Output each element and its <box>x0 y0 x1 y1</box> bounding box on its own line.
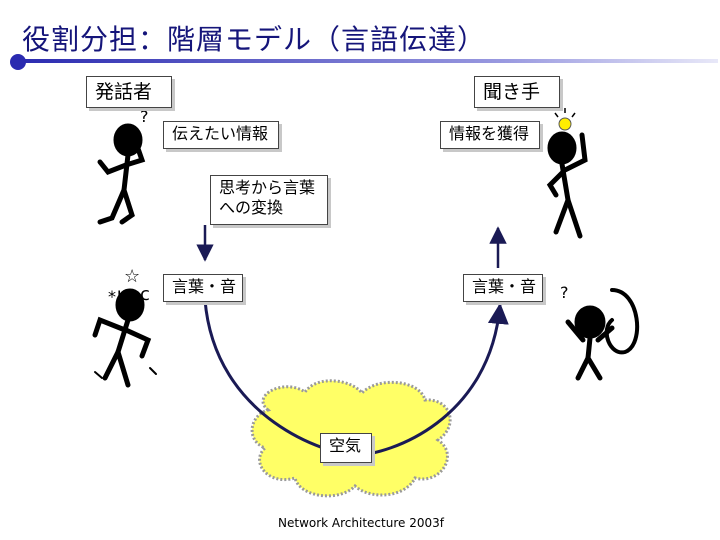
words-sound-right-box: 言葉・音 <box>463 274 543 302</box>
slide-title: 役割分担：階層モデル（言語伝達） <box>22 23 487 56</box>
lightbulb-icon <box>554 108 576 131</box>
words-sound-left-box: 言葉・音 <box>163 274 243 302</box>
thinking-person-icon: ? <box>97 107 149 225</box>
intent-info-box: 伝えたい情報 <box>163 121 279 149</box>
svg-text:☆: ☆ <box>124 266 140 287</box>
thought-to-words-line1: 思考から言葉 <box>219 178 316 197</box>
acquire-info-box: 情報を獲得 <box>440 121 540 149</box>
svg-text:?: ? <box>140 107 149 126</box>
speaker-label: 発話者 <box>86 76 172 108</box>
footer-text: Network Architecture 2003f <box>278 516 444 530</box>
svg-text:c: c <box>140 284 150 305</box>
air-medium-box: 空気 <box>320 433 372 463</box>
shouting-person-icon: *! ☆ c <box>92 266 157 388</box>
lightbulb-person-icon <box>546 131 588 239</box>
thought-to-words-box: 思考から言葉 への変換 <box>210 175 328 225</box>
listener-label: 聞き手 <box>474 76 560 108</box>
svg-text:?: ? <box>560 283 569 302</box>
title-bullet-dot <box>10 54 26 70</box>
svg-text:*!: *! <box>108 287 122 306</box>
phone-listener-icon: ? <box>560 283 639 381</box>
title-underline <box>16 59 718 63</box>
thought-to-words-line2: への変換 <box>219 198 284 217</box>
